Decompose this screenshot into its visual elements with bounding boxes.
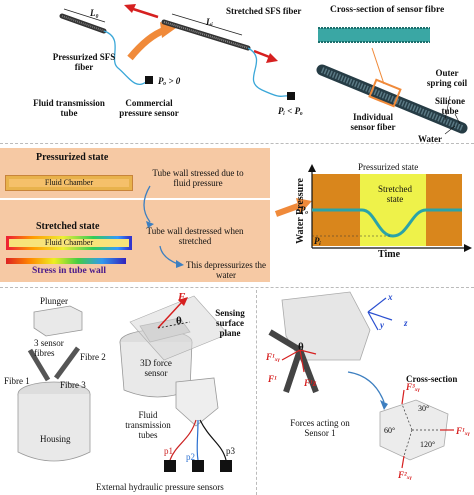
F3xy-label: F³ₓᵧ — [406, 382, 421, 392]
pressurized-fiber-label: Pressurized SFS fiber — [52, 52, 116, 72]
theta-label-left: θ — [176, 315, 182, 327]
stretched-state-title: Stretched state — [36, 221, 100, 232]
cross-section-label: Cross-section — [406, 374, 458, 384]
outer-coil-label: Outer spring coil — [426, 68, 468, 88]
axis-x-label: x — [388, 292, 393, 302]
silicone-tube-label: Silicone tube — [434, 96, 465, 116]
sensing-plane-label: Sensing surface plane — [215, 308, 245, 338]
axis-y-label: y — [380, 320, 384, 330]
housing-label: Housing — [40, 434, 71, 444]
pi-expression: Pᵢ < Pₒ — [278, 106, 303, 116]
fibre1-label: Fibre 1 — [4, 376, 30, 386]
fluid-tubes-label: Fluid transmission tubes — [125, 410, 171, 440]
F2xy-label: F²ₓᵧ — [398, 470, 413, 480]
p2-label: p2 — [186, 452, 195, 462]
tube-destressed-label: Tube wall destressed when stretched — [146, 226, 244, 246]
F1xy-label: F¹ₓᵧ — [266, 352, 281, 362]
p3-label: p3 — [226, 446, 235, 456]
divider-vertical — [256, 290, 257, 495]
fluid-tube-label: Fluid transmission tube — [33, 98, 105, 118]
p1-label: p1 — [164, 446, 173, 456]
angle-60: 60° — [384, 426, 396, 435]
force-F-label: F — [178, 291, 186, 303]
graph-pi-label: Pᵢ — [314, 236, 322, 246]
graph-pressurized-label: Pressurized state — [358, 162, 419, 172]
F1-label: F¹ — [268, 374, 277, 384]
graph-p0-label: Pₒ — [300, 205, 309, 215]
fluid-chamber-1: Fluid Chamber — [5, 175, 133, 191]
fibre2-label: Fibre 2 — [80, 352, 106, 362]
F1xy-right-label: F¹ₓᵧ — [456, 426, 471, 436]
external-sensors-label: External hydraulic pressure sensors — [96, 482, 224, 492]
fluid-chamber-2-label: Fluid Chamber — [44, 238, 94, 247]
force-sensor-label: 3D force sensor — [140, 358, 172, 378]
tube-stressed-label: Tube wall stressed due to fluid pressure — [152, 168, 244, 188]
plunger-label: Plunger — [40, 296, 68, 306]
depressurizes-label: This depressurizes the water — [186, 260, 266, 280]
angle-30: 30° — [418, 404, 430, 413]
Li-label: Lᵢ — [206, 17, 214, 27]
theta-label-right: θ — [298, 341, 304, 353]
individual-fiber-label: Individual sensor fiber — [350, 112, 396, 132]
pressurized-fiber — [59, 4, 468, 135]
forces-acting-label: Forces acting on Sensor 1 — [290, 418, 350, 438]
F1z-label: F¹z — [304, 378, 317, 388]
fluid-chamber-2: Fluid Chamber — [6, 236, 132, 250]
p0-expression: Pₒ > 0 — [158, 76, 181, 86]
stress-colorbar — [6, 258, 126, 264]
x-axis-label: Time — [378, 249, 401, 260]
fibre3-label: Fibre 3 — [60, 380, 86, 390]
cross-section-title: Cross-section of sensor fibre — [330, 5, 445, 15]
three-fibres-label: 3 sensor fibres — [34, 338, 64, 358]
fluid-chamber-1-label: Fluid Chamber — [44, 178, 94, 187]
commercial-sensor-label: Commercial pressure sensor — [119, 98, 179, 118]
water-label: Water — [418, 134, 442, 144]
axis-z-label: z — [404, 318, 408, 328]
stress-label: Stress in tube wall — [32, 266, 106, 276]
graph-stretched-label: Stretched state — [378, 184, 412, 204]
divider-1 — [0, 143, 474, 144]
L0-label: L₀ — [90, 8, 99, 18]
angle-120: 120° — [420, 440, 436, 449]
stretched-fiber-label: Stretched SFS fiber — [226, 6, 302, 16]
divider-2 — [0, 287, 474, 288]
pressurized-state-title: Pressurized state — [36, 152, 109, 163]
